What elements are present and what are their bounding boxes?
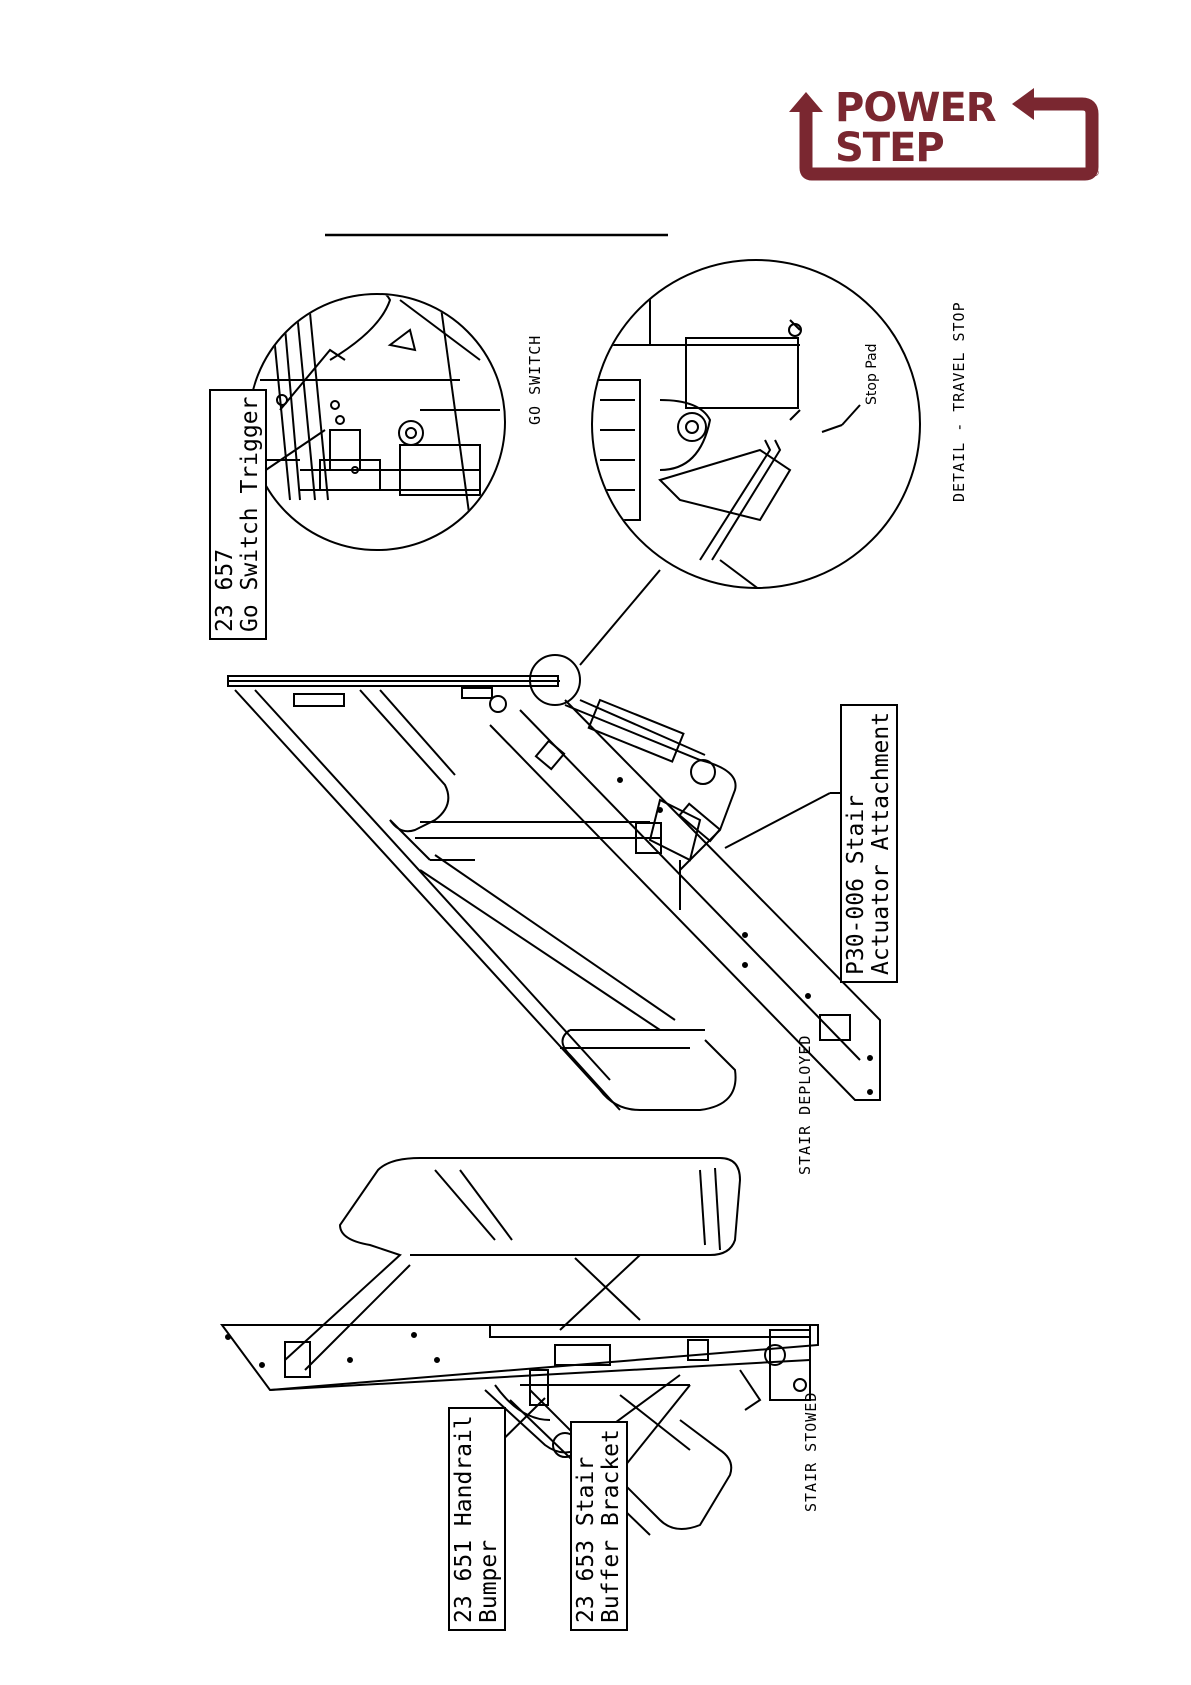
callout-part-name: Actuator Attachment [869, 712, 894, 975]
callout-stair-actuator: P30-006 Stair Actuator Attachment [840, 704, 898, 983]
callout-handrail-bumper: 23 651 Handrail Bumper [448, 1407, 506, 1631]
callout-part-number: 23 651 Handrail [452, 1415, 477, 1623]
travel-stop-detail [560, 260, 920, 665]
stair-deployed-drawing [228, 655, 880, 1110]
callout-part-name: Bumper [477, 1415, 502, 1623]
caption-stair-stowed: STAIR STOWED [802, 1392, 820, 1512]
caption-go-switch: GO SWITCH [526, 335, 544, 425]
callout-part-number: 23 657 [213, 397, 238, 632]
label-stop-pad: Stop Pad [864, 343, 880, 405]
callout-go-switch-trigger: 23 657 Go Switch Trigger [209, 389, 267, 640]
caption-travel-stop: DETAIL - TRAVEL STOP [950, 301, 968, 502]
caption-stair-deployed: STAIR DEPLOYED [796, 1035, 814, 1175]
callout-part-number: 23 653 Stair [574, 1429, 599, 1623]
callout-part-number: P30-006 Stair [844, 712, 869, 975]
callout-buffer-bracket: 23 653 Stair Buffer Bracket [570, 1421, 628, 1631]
callout-part-name: Go Switch Trigger [238, 397, 263, 632]
callout-part-name: Buffer Bracket [599, 1429, 624, 1623]
stair-stowed-drawing [222, 1158, 818, 1535]
